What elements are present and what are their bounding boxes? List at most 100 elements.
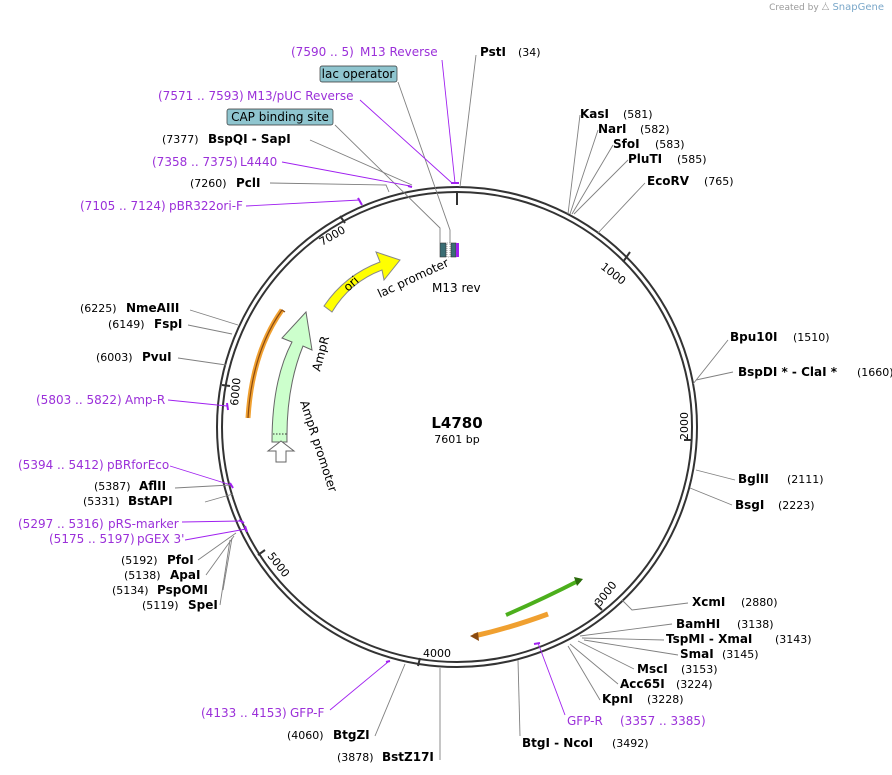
site-name-sfoi[interactable]: SfoI [613,137,640,151]
site-name-msci[interactable]: MscI [637,662,668,676]
site-pos-smai: (3145) [722,648,759,661]
site-name-btgzi[interactable]: BtgZI [333,728,370,742]
site-pos-bstz17i: (3878) [337,751,374,764]
site-name-kpni[interactable]: KpnI [602,692,633,706]
tick-1000: 1000 [598,260,628,287]
site-name-pluti[interactable]: PluTI [628,152,662,166]
site-name-psti[interactable]: PstI [480,45,506,59]
site-pos-pvui: (6003) [96,351,133,364]
primer-range-m13-puc-reverse: (7571 .. 7593) [158,89,244,103]
site-pos-msci: (3153) [681,663,718,676]
site-name-pfoi[interactable]: PfoI [167,553,194,567]
primer-name-amp-r[interactable]: Amp-R [125,393,165,407]
site-name-smai[interactable]: SmaI [680,647,714,661]
site-name-pcli[interactable]: PclI [236,176,261,190]
site-pos-spei: (5119) [142,599,179,612]
site-pos-acc65i: (3224) [676,678,713,691]
primer-name-pbrforeco[interactable]: pBRforEco [107,458,169,472]
site-name-bamhi[interactable]: BamHI [676,617,720,631]
tick-2000: 2000 [678,412,691,440]
green-feature-arrowhead [574,577,583,586]
site-pos-nari: (582) [640,123,670,136]
m13-rev-label: M13 rev [432,281,481,295]
site-name-pvui[interactable]: PvuI [142,350,172,364]
credit-prefix: Created by [769,3,819,13]
primer-range-prs-marker: (5297 .. 5316) [18,517,104,531]
primer-name-pbr322ori-f[interactable]: pBR322ori-F [169,199,243,213]
site-name-nari[interactable]: NarI [598,122,627,136]
site-pos-btgzi: (4060) [287,729,324,742]
cap-binding-site-box[interactable] [226,108,334,126]
site-pos-sfoi: (583) [655,138,685,151]
site-name-bspqi-sapi[interactable]: BspQI - SapI [208,132,291,146]
primer-name-pgex-3[interactable]: pGEX 3' [137,532,184,546]
snapgene-credit: Created by ⧊ SnapGene [769,2,884,13]
primer-range-gfp-r: (3357 .. 3385) [620,714,706,728]
lac-promoter-feature[interactable] [439,242,447,258]
site-pos-bspqi-sapi: (7377) [162,133,199,146]
site-pos-pluti: (585) [677,153,707,166]
primer-name-m13-reverse[interactable]: M13 Reverse [360,45,438,59]
ampr-feature[interactable] [271,310,313,443]
site-name-aflii[interactable]: AflII [139,479,166,493]
lac-operator-box[interactable] [319,65,398,83]
site-name-btgi-ncoi[interactable]: BtgI - NcoI [522,736,593,750]
ampr-label: AmpR [309,335,332,373]
credit-brand: SnapGene [832,2,884,13]
site-pos-pcli: (7260) [190,177,227,190]
green-feature[interactable] [505,578,581,617]
site-pos-kpni: (3228) [647,693,684,706]
site-pos-xcmi: (2880) [741,596,778,609]
site-name-kasi[interactable]: KasI [580,107,609,121]
site-pos-bglii: (2111) [787,473,824,486]
site-name-pspomi[interactable]: PspOMI [157,583,208,597]
site-pos-kasi: (581) [623,108,653,121]
tick-6000: 6000 [228,377,243,406]
site-name-bsgi[interactable]: BsgI [735,498,764,512]
lac-operator-feature[interactable] [446,242,451,258]
site-pos-bstapi: (5331) [83,495,120,508]
primer-range-m13-reverse: (7590 .. 5) [291,45,354,59]
site-name-bstz17i[interactable]: BstZ17I [382,750,434,764]
enzyme-labels-left: (3878) BstZ17I (4060) BtgZI (5119) SpeI … [80,132,434,764]
site-name-tspmi-xmai[interactable]: TspMI - XmaI [666,632,752,646]
site-name-acc65i[interactable]: Acc65I [620,677,665,691]
site-name-ecorv[interactable]: EcoRV [647,174,690,188]
site-name-xcmi[interactable]: XcmI [692,595,725,609]
cap-site-feature[interactable] [450,242,457,258]
site-pos-tspmi-xmai: (3143) [775,633,812,646]
backbone-outer [216,186,698,668]
site-pos-fspi: (6149) [108,318,145,331]
site-name-bspdi-clai[interactable]: BspDI * - ClaI * [738,365,838,379]
site-name-bstapi[interactable]: BstAPI [128,494,173,508]
orange-feature-bottom[interactable] [473,611,549,639]
primer-name-gfp-r[interactable]: GFP-R [567,714,603,728]
site-pos-pfoi: (5192) [121,554,158,567]
snapgene-logo-icon: ⧊ [821,3,830,13]
site-name-spei[interactable]: SpeI [188,598,218,612]
site-name-bglii[interactable]: BglII [738,472,769,486]
site-name-apai[interactable]: ApaI [170,568,200,582]
site-pos-bamhi: (3138) [737,618,774,631]
primer-range-amp-r: (5803 .. 5822) [36,393,122,407]
primer-name-gfp-f[interactable]: GFP-F [290,706,325,720]
site-pos-bsgi: (2223) [778,499,815,512]
site-name-nmeaiii[interactable]: NmeAIII [126,301,179,315]
orange-feature-left-arrow [247,309,286,419]
site-name-fspi[interactable]: FspI [154,317,182,331]
primer-name-prs-marker[interactable]: pRS-marker [108,517,179,531]
site-pos-bspdi-clai: (1660) [857,366,892,379]
primer-name-m13-puc-reverse[interactable]: M13/pUC Reverse [247,89,354,103]
tick-4000: 4000 [423,647,451,660]
ring-ticks [221,192,692,667]
primer-name-l4440[interactable]: L4440 [240,155,277,169]
m13-rev-feature[interactable] [456,243,459,257]
ori-feature[interactable] [323,251,401,313]
ampr-promoter-feature[interactable] [266,440,296,463]
site-pos-nmeaiii: (6225) [80,302,117,315]
primer-range-gfp-f: (4133 .. 4153) [201,706,287,720]
site-name-bpu10i[interactable]: Bpu10I [730,330,777,344]
site-pos-bpu10i: (1510) [793,331,830,344]
primer-leaders [167,59,566,716]
